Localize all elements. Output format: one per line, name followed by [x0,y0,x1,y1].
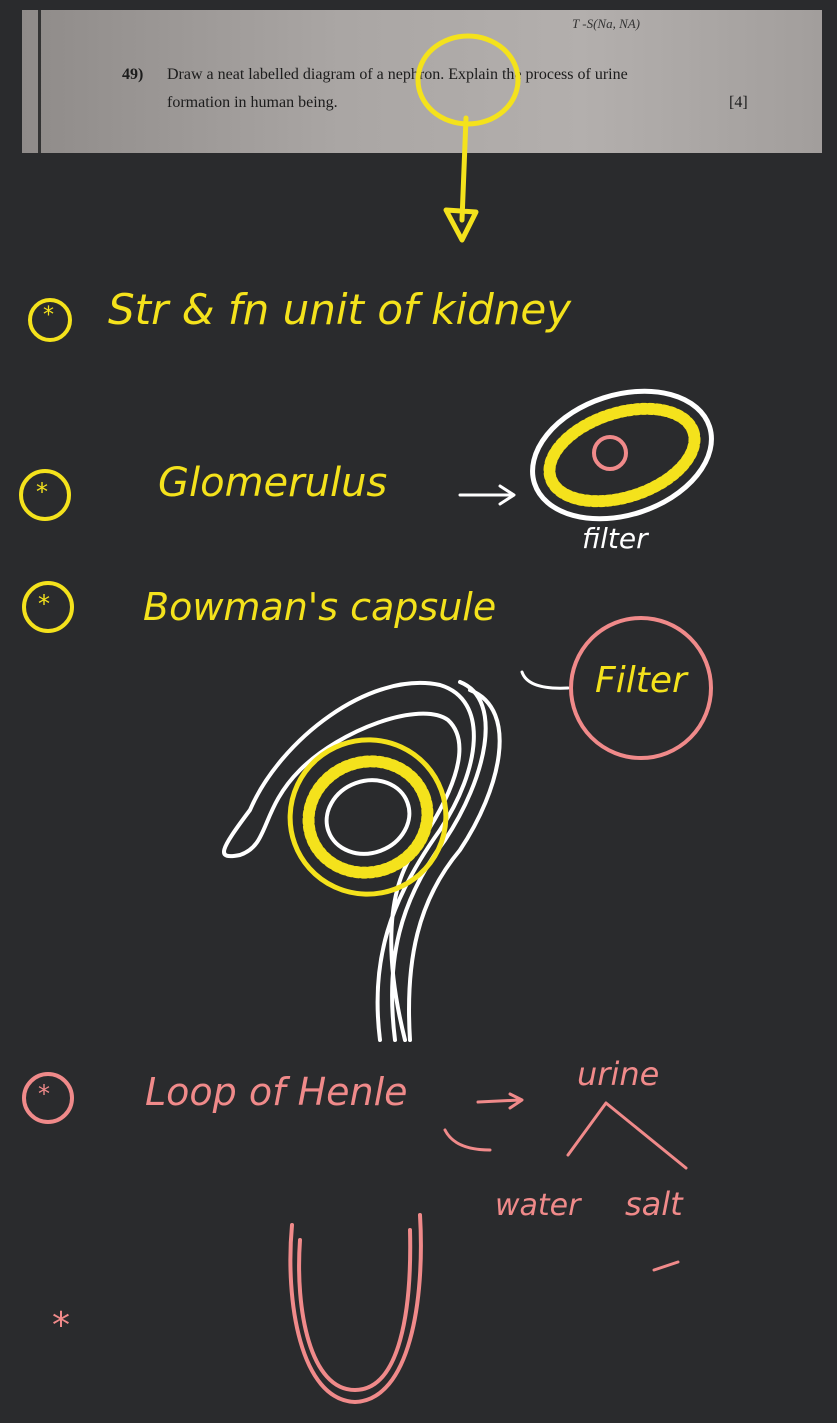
question-number: 49) [122,66,144,83]
question-marks: [4] [729,94,748,111]
question-line2: formation in human being. [167,94,338,111]
page-edge [38,10,41,153]
pink-marker [592,435,628,471]
question-photo: T -S(Na, NA) 49) Draw a neat labelled di… [22,10,822,153]
arrow-right [458,484,516,506]
bowman-label: Filter [595,660,687,701]
water-label: water [495,1188,581,1223]
bowman-capsule [222,680,502,1042]
branch-lines [566,1101,688,1170]
note-glomerulus: Glomerulus [158,460,388,506]
bullet-circle [28,298,72,342]
underline [652,1260,680,1272]
question-line1: Draw a neat labelled diagram of a nephro… [167,66,628,83]
last-bullet: * [52,1305,70,1346]
bullet-circle [22,1072,74,1124]
bullet: * [43,303,54,328]
hook-arrow [443,1128,492,1152]
arrow-down [443,115,479,243]
bullet: * [38,1080,50,1108]
bullet: * [38,590,50,618]
bowman-glomerulus [287,737,449,897]
note-bowman: Bowman's capsule [143,585,497,629]
arrow-right-pink [476,1092,524,1110]
note-line1: Str & fn unit of kidney [108,285,572,334]
urine-label: urine [577,1055,660,1093]
bullet-circle [19,469,71,521]
highlight-circle [415,33,521,127]
glomerulus-outer [530,388,714,522]
glomerulus-inner [543,402,701,508]
scribble-text: T -S(Na, NA) [572,16,641,31]
bullet-circle [22,581,74,633]
loop-of-henle [288,1213,423,1404]
glomerulus-label: filter [582,522,648,555]
note-henle: Loop of Henle [145,1070,408,1114]
filter-circle [569,616,713,760]
bullet: * [36,478,48,506]
arrow-hook [520,670,570,690]
salt-label: salt [625,1185,683,1223]
